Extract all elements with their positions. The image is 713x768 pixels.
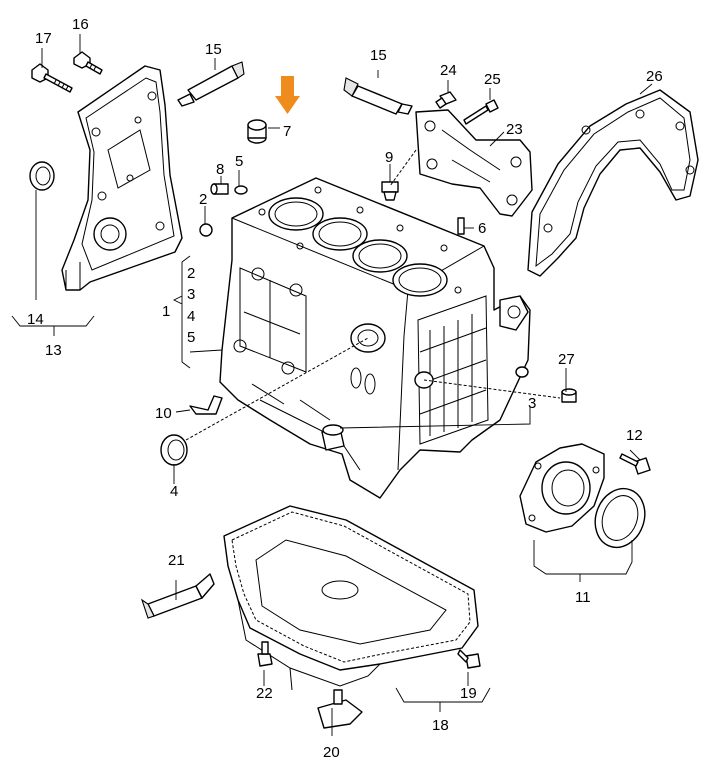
oil-jet-10 (189, 395, 223, 415)
sleeve-5 (234, 185, 248, 195)
callout-19: 19 (460, 685, 477, 702)
callout-labels: 17 16 15 7 8 5 2 9 15 24 25 23 26 6 2 3 … (27, 16, 663, 761)
callout-block-5: 5 (187, 329, 195, 346)
callout-8: 8 (216, 161, 224, 178)
sealant-tube-21 (140, 573, 215, 619)
callout-18: 18 (432, 717, 449, 734)
callout-25: 25 (484, 71, 501, 88)
crank-seal-4 (160, 434, 188, 466)
rear-seal-flange-11 (519, 443, 605, 533)
callout-block-2: 2 (187, 265, 195, 282)
bolt-16 (73, 51, 103, 75)
callout-10: 10 (155, 405, 172, 422)
callout-21: 21 (168, 552, 185, 569)
bolt-25 (463, 99, 499, 125)
highlight-arrow-icon (275, 76, 300, 114)
sensor-9 (381, 181, 399, 201)
leader-lines (11, 34, 653, 736)
callout-4: 4 (170, 483, 178, 500)
callout-22: 22 (256, 685, 273, 702)
dowel-6 (457, 217, 465, 235)
flange-gasket (594, 487, 646, 549)
callout-block-4: 4 (187, 308, 195, 325)
oil-pan (223, 505, 479, 691)
callout-11: 11 (575, 589, 591, 606)
oil-level-sensor-20 (317, 689, 363, 729)
callout-26: 26 (646, 68, 663, 85)
pin-27 (561, 388, 577, 403)
front-seal (29, 161, 55, 191)
callout-27: 27 (558, 351, 575, 368)
callout-6: 6 (478, 220, 486, 237)
callout-17: 17 (35, 30, 52, 47)
pin-8 (210, 183, 229, 195)
callout-12: 12 (626, 427, 643, 444)
callout-block-3: 3 (187, 286, 195, 303)
callout-13: 13 (45, 342, 62, 359)
bolt-19 (457, 649, 481, 669)
callout-7: 7 (283, 123, 291, 140)
callout-5: 5 (235, 153, 243, 170)
callout-1: 1 (162, 303, 170, 320)
bolt-24 (435, 91, 457, 109)
bracket-23 (415, 109, 533, 217)
callout-9: 9 (385, 149, 393, 166)
plug-7 (247, 119, 267, 144)
sealant-tube-left (177, 61, 245, 107)
callout-16: 16 (72, 16, 89, 33)
bush-3 (321, 424, 345, 451)
sealant-tube-right (343, 77, 413, 115)
callout-20: 20 (323, 744, 340, 761)
timing-cover (61, 65, 183, 291)
callout-15b: 15 (370, 47, 387, 64)
callout-3: 3 (528, 395, 536, 412)
rear-gasket-26 (527, 89, 699, 277)
callout-15a: 15 (205, 41, 222, 58)
bolt-12 (619, 453, 651, 475)
callout-23: 23 (506, 121, 523, 138)
bolt-17 (31, 63, 73, 93)
bolt-22 (257, 641, 273, 667)
engine-block (219, 177, 531, 499)
callout-24: 24 (440, 62, 457, 79)
plug-2 (199, 223, 213, 237)
callout-14: 14 (27, 311, 44, 328)
callout-2: 2 (199, 191, 207, 208)
